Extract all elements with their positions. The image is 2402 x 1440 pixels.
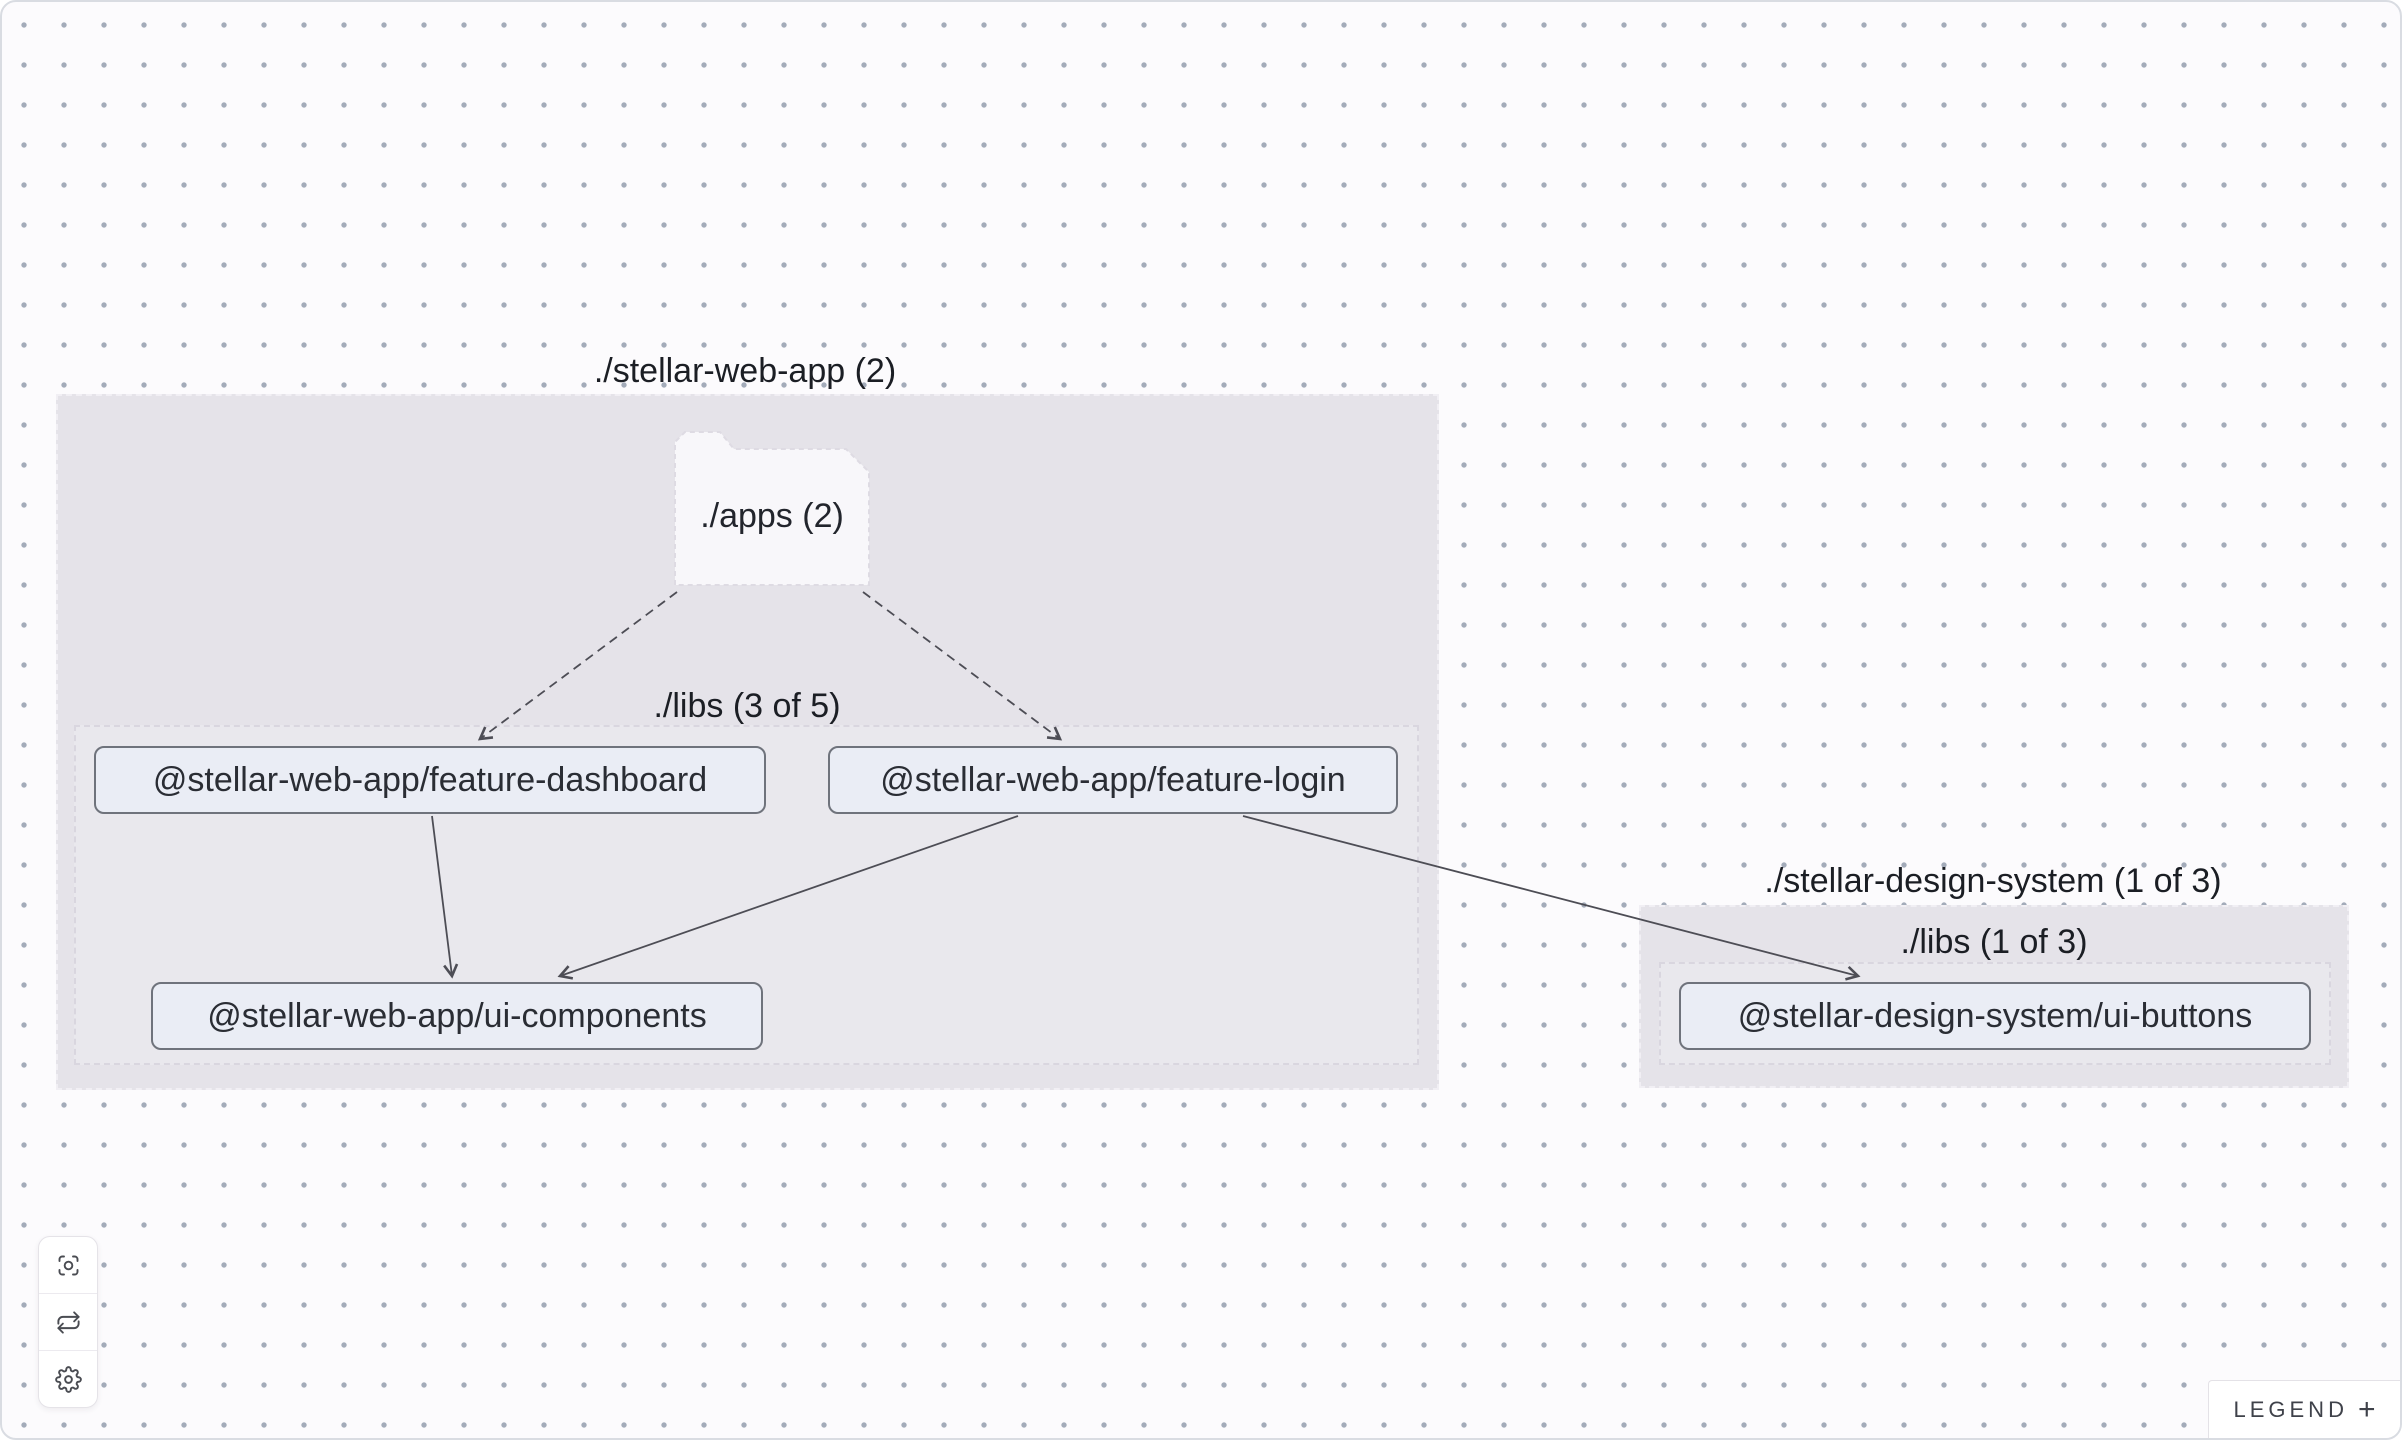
gear-icon (54, 1365, 82, 1393)
edge-feature-dashboard-to-ui-components[interactable] (431, 815, 459, 979)
focus-icon (58, 1255, 78, 1275)
node-label: @stellar-web-app/feature-dashboard (152, 760, 708, 799)
node-feature-login[interactable]: @stellar-web-app/feature-login (828, 746, 1398, 814)
edge-feature-login-to-ui-buttons[interactable] (1242, 815, 1861, 981)
settings-button[interactable] (39, 1350, 97, 1407)
node-ui-buttons[interactable]: @stellar-design-system/ui-buttons (1679, 982, 2311, 1050)
edge-apps-to-feature-login[interactable] (862, 591, 1063, 741)
node-ui-components[interactable]: @stellar-web-app/ui-components (151, 982, 763, 1050)
refresh-icon (56, 1310, 80, 1334)
center-graph-button[interactable] (39, 1237, 97, 1293)
folder-node-apps[interactable] (674, 430, 870, 586)
node-label: @stellar-web-app/ui-components (207, 996, 707, 1035)
refresh-graph-button[interactable] (39, 1293, 97, 1350)
libs-label-stellar-design-system: ./libs (1 of 3) (1900, 923, 2088, 961)
edge-feature-login-to-ui-components[interactable] (557, 815, 1019, 980)
edge-apps-to-feature-dashboard[interactable] (477, 591, 678, 741)
legend-toggle-button[interactable]: LEGEND + (2208, 1380, 2400, 1438)
node-feature-dashboard[interactable]: @stellar-web-app/feature-dashboard (94, 746, 766, 814)
group-title-stellar-web-app: ./stellar-web-app (2) (593, 352, 897, 390)
node-label: @stellar-web-app/feature-login (880, 760, 1346, 799)
node-label: @stellar-design-system/ui-buttons (1737, 996, 2253, 1035)
folder-label-apps: ./apps (2) (700, 497, 844, 535)
legend-label: LEGEND (2233, 1396, 2348, 1422)
libs-label-stellar-web-app: ./libs (3 of 5) (653, 687, 841, 725)
folder-icon (674, 431, 870, 586)
graph-toolbar (38, 1236, 98, 1408)
group-title-stellar-design-system: ./stellar-design-system (1 of 3) (1764, 862, 2222, 900)
plus-icon: + (2357, 1392, 2376, 1426)
